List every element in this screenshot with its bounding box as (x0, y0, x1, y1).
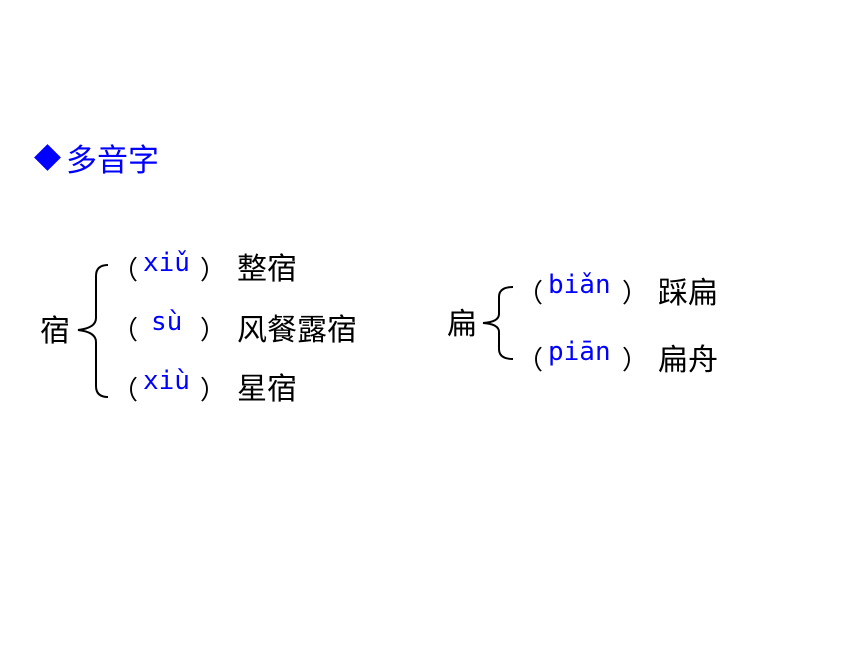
pinyin-label: biǎn (548, 270, 611, 300)
open-paren: （ (112, 376, 139, 406)
example-word: 风餐露宿 (237, 313, 357, 348)
close-paren: ） (622, 346, 649, 376)
heading-text: 多音字 (66, 142, 159, 179)
close-paren: ） (200, 316, 227, 346)
example-word: 踩扁 (658, 276, 718, 311)
close-paren: ） (200, 376, 227, 406)
entry-character: 宿 (40, 314, 70, 349)
diamond-bullet-icon (34, 143, 61, 171)
open-paren: （ (112, 316, 139, 346)
entry-character: 扁 (447, 307, 477, 342)
close-paren: ） (622, 279, 649, 309)
open-paren: （ (517, 346, 544, 376)
pinyin-label: xiù (143, 366, 190, 396)
left-brace-icon (77, 264, 109, 398)
example-word: 扁舟 (658, 343, 718, 378)
example-word: 星宿 (237, 372, 297, 407)
open-paren: （ (112, 256, 139, 286)
pinyin-label: sù (151, 307, 183, 337)
left-brace-icon (482, 286, 514, 360)
pinyin-label: piān (548, 337, 611, 367)
example-word: 整宿 (237, 252, 297, 287)
section-heading: 多音字 (33, 138, 159, 179)
pinyin-label: xiǔ (143, 248, 190, 278)
close-paren: ） (200, 256, 227, 286)
open-paren: （ (517, 279, 544, 309)
